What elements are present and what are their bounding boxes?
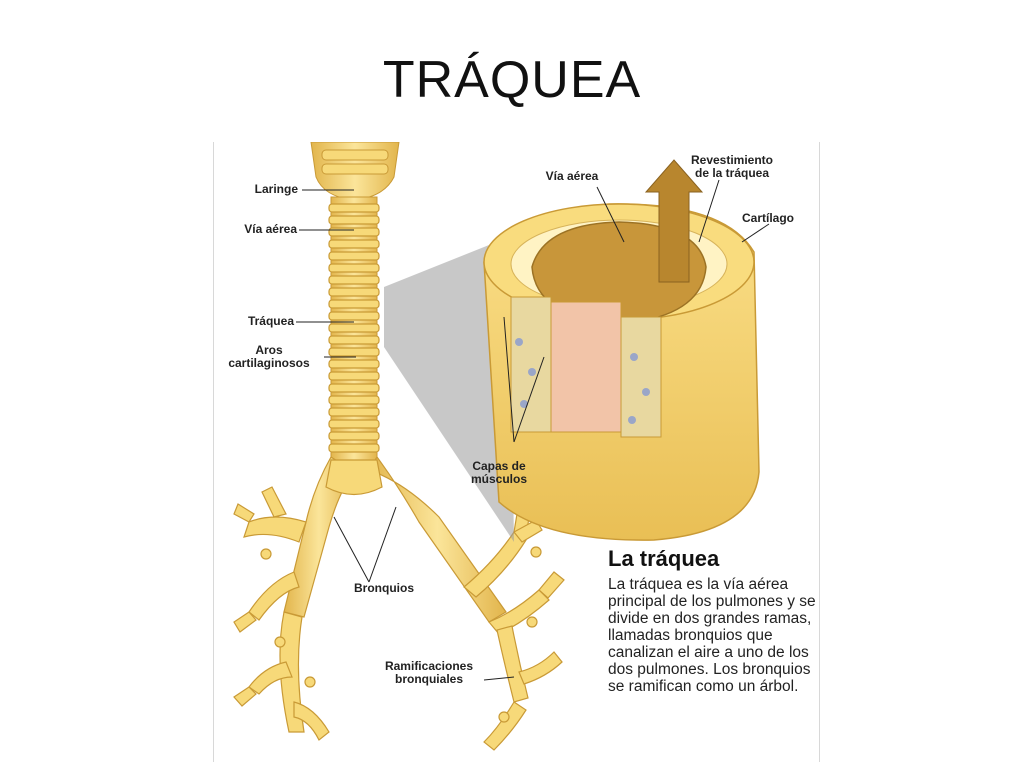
trachea-diagram-svg <box>233 142 770 751</box>
left-bronchial-branches <box>233 486 330 741</box>
label-revestimiento: Revestimiento de la tráquea <box>682 154 782 180</box>
label-capas: Capas de músculos <box>459 460 539 486</box>
trachea-illustration: Laringe Vía aérea Tráquea Aros cartilagi… <box>213 142 820 762</box>
label-revestimiento-line1: Revestimiento <box>690 153 774 167</box>
larynx <box>310 142 400 201</box>
trachea-tube <box>328 196 380 463</box>
label-traquea: Tráquea <box>247 314 294 328</box>
label-laringe: Laringe <box>254 182 298 196</box>
label-aros-line2: cartilaginosos <box>228 356 310 370</box>
magnification-wedge <box>384 237 514 542</box>
label-revestimiento-line2: de la tráquea <box>694 166 770 180</box>
label-via-aerea-left: Vía aérea <box>244 222 297 236</box>
label-ramificaciones-line1: Ramificaciones <box>384 659 474 673</box>
right-bronchial-branches <box>463 501 565 751</box>
label-capas-line2: músculos <box>470 472 527 486</box>
label-ramificaciones: Ramificaciones bronquiales <box>374 660 484 686</box>
label-via-aerea-top: Vía aérea <box>545 169 599 183</box>
label-bronquios: Bronquios <box>354 581 414 595</box>
leader-lines <box>296 179 770 681</box>
label-aros-line1: Aros <box>255 343 283 357</box>
label-cartilago: Cartílago <box>742 211 795 225</box>
trachea-cross-section <box>483 159 760 541</box>
label-capas-line1: Capas de <box>472 459 526 473</box>
slide-title: TRÁQUEA <box>382 51 642 109</box>
info-heading: La tráquea <box>608 546 720 571</box>
label-aros: Aros cartilaginosos <box>214 344 324 370</box>
info-body: La tráquea es la vía aérea principal de … <box>608 576 816 695</box>
airflow-arrow <box>644 159 704 283</box>
label-ramificaciones-line2: bronquiales <box>394 672 463 686</box>
